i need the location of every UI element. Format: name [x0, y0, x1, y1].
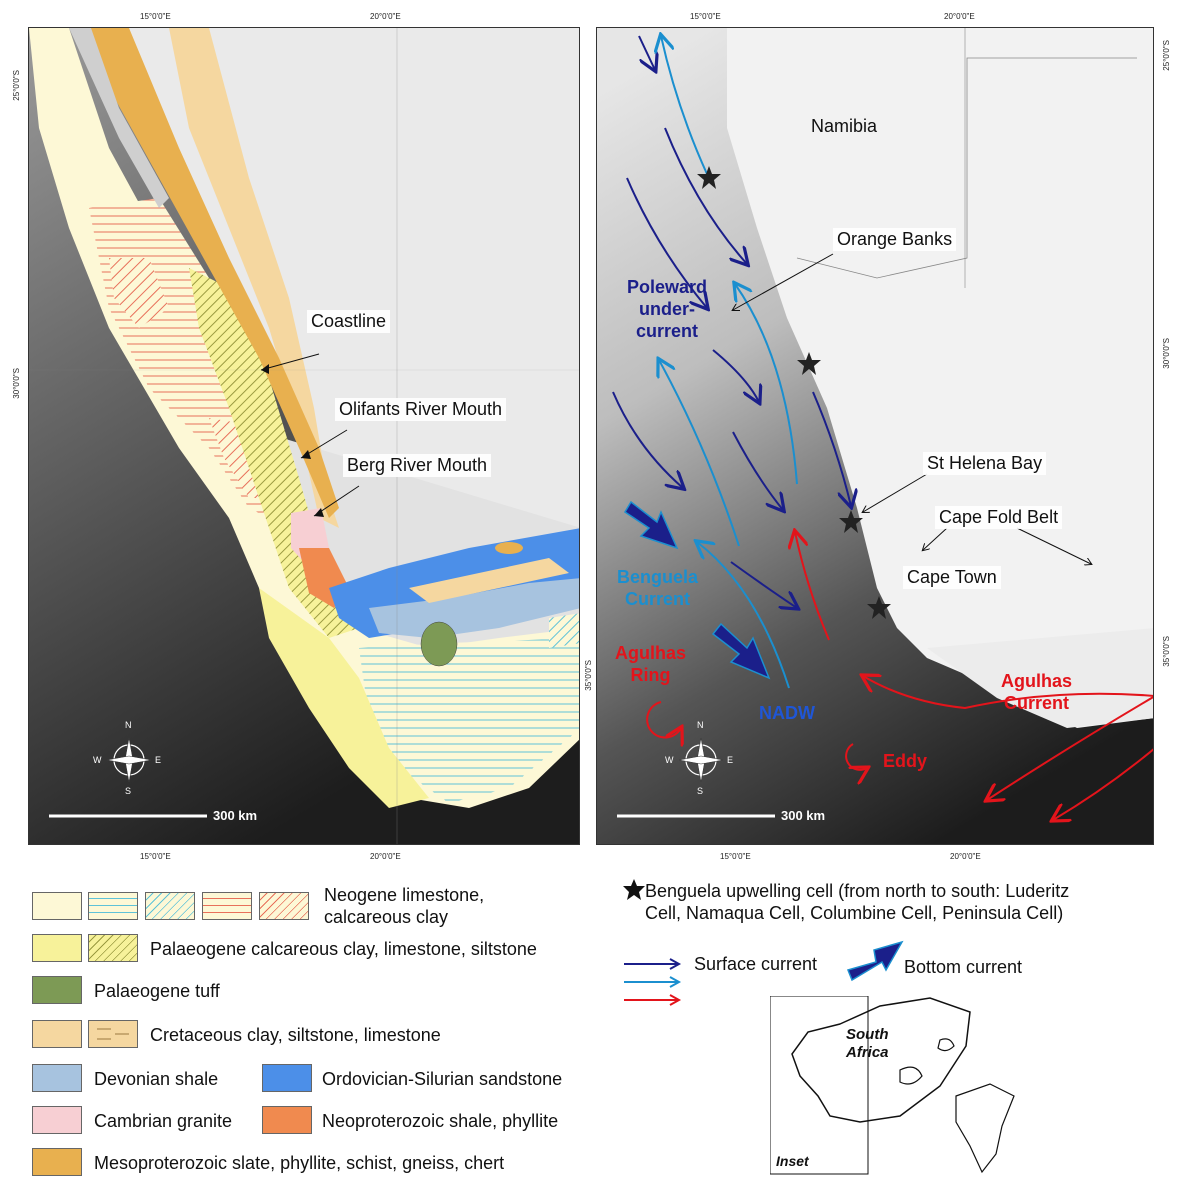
swatch-neogene-cyan-hatch	[145, 892, 195, 920]
tick-bottom-right-15e: 15°0'0"E	[720, 852, 751, 861]
bottom-current-icon	[846, 940, 904, 982]
symbol-legend-graphics	[623, 879, 682, 1006]
legend-surface-current-text: Surface current	[694, 954, 818, 974]
berg-river-mouth-label: Berg River Mouth	[343, 454, 492, 477]
upwelling-cell-star-icon	[697, 166, 891, 619]
compass-e: E	[727, 755, 734, 765]
poleward-undercurrent-label: Poleward under- current	[627, 277, 708, 341]
tick-bottom-left-15e: 15°0'0"E	[140, 852, 171, 861]
legend-bottom-current-text: Bottom current	[904, 957, 1023, 977]
inset-south-africa-label: South Africa	[846, 1026, 889, 1061]
eddy-label: Eddy	[883, 751, 928, 771]
tick-bottom-right-20e: 20°0'0"E	[950, 852, 981, 861]
compass-rose-icon	[678, 737, 724, 783]
star-icon	[623, 879, 645, 900]
geology-map-canvas	[29, 28, 579, 844]
swatch-mesoproterozoic	[32, 1148, 82, 1176]
geology-map: Coastline Olifants River Mouth Berg Rive…	[28, 27, 580, 845]
legend-mesoproterozoic-text: Mesoproterozoic slate, phyllite, schist,…	[94, 1153, 505, 1173]
tick-top-right-15e: 15°0'0"E	[690, 12, 721, 21]
st-helena-bay-label: St Helena Bay	[923, 452, 1047, 475]
olifants-river-mouth-label: Olifants River Mouth	[335, 398, 507, 421]
compass-rose-icon	[106, 737, 152, 783]
cape-town-label: Cape Town	[903, 566, 1001, 589]
swatch-palaeogene-tuff	[32, 976, 82, 1004]
eddy-icon	[845, 743, 867, 770]
scale-label: 300 km	[213, 808, 258, 823]
swatch-neogene-red-hatch	[259, 892, 309, 920]
legend-cambrian-text: Cambrian granite	[94, 1111, 233, 1131]
legend-neoproterozoic-text: Neoproterozoic shale, phyllite	[322, 1111, 559, 1131]
swatch-neogene-cyan-lines	[88, 892, 138, 920]
legend-cretaceous-text: Cretaceous clay, siltstone, limestone	[150, 1025, 441, 1045]
compass-w: W	[665, 755, 674, 765]
swatch-palaeogene-plain	[32, 934, 82, 962]
compass-e: E	[155, 755, 162, 765]
tick-lat-right-35s: 35°0'0"S	[1162, 636, 1171, 667]
compass-s: S	[125, 786, 132, 796]
inset-map-graphics	[770, 996, 1015, 1175]
orange-banks-label: Orange Banks	[833, 228, 957, 251]
tick-lat-left-25s: 25°0'0"S	[12, 70, 21, 101]
compass-n: N	[697, 720, 704, 730]
legend-devonian-text: Devonian shale	[94, 1069, 219, 1089]
compass-s: S	[697, 786, 704, 796]
tick-top-right-20e: 20°0'0"E	[944, 12, 975, 21]
agulhas-ring-icon	[646, 701, 681, 738]
legend-ordovician-text: Ordovician-Silurian sandstone	[322, 1069, 563, 1089]
namibia-label: Namibia	[811, 116, 878, 136]
cape-fold-belt-label: Cape Fold Belt	[935, 506, 1063, 529]
tick-lat-right-25s: 25°0'0"S	[1162, 40, 1171, 71]
tick-lat-left-35s: 35°0'0"S	[584, 660, 593, 691]
swatch-neoproterozoic	[262, 1106, 312, 1134]
ocean-currents-map: Namibia Orange Banks St Helena Bay Cape …	[596, 27, 1154, 845]
swatch-devonian	[32, 1064, 82, 1092]
agulhas-current-label: Agulhas Current	[1001, 671, 1073, 713]
tick-lat-left-30s: 30°0'0"S	[12, 368, 21, 399]
tick-lat-right-30s: 30°0'0"S	[1162, 338, 1171, 369]
legend-tuff-text: Palaeogene tuff	[94, 981, 220, 1001]
swatch-cretaceous-plain	[32, 1020, 82, 1048]
swatch-palaeogene-hatch	[88, 934, 138, 962]
swatch-neogene-red-lines	[202, 892, 252, 920]
inset-label: Inset	[776, 1153, 809, 1169]
compass-w: W	[93, 755, 102, 765]
ocean-currents-map-canvas	[597, 28, 1153, 844]
nadw-label: NADW	[759, 703, 815, 723]
swatch-cambrian	[32, 1106, 82, 1134]
tick-top-left-20e: 20°0'0"E	[370, 12, 401, 21]
coastline-label: Coastline	[307, 310, 391, 333]
swatch-neogene-plain	[32, 892, 82, 920]
legend-palaeogene-text: Palaeogene calcareous clay, limestone, s…	[150, 939, 537, 959]
swatch-cretaceous-dashed	[88, 1020, 138, 1048]
tick-bottom-left-20e: 20°0'0"E	[370, 852, 401, 861]
tick-top-left-15e: 15°0'0"E	[140, 12, 171, 21]
compass-n: N	[125, 720, 132, 730]
legend-upwelling-text: Benguela upwelling cell (from north to s…	[645, 881, 1070, 923]
agulhas-ring-label: Agulhas Ring	[615, 643, 687, 685]
legend-neogene-text: Neogene limestone, calcareous clay	[324, 885, 485, 927]
scale-label: 300 km	[781, 808, 826, 823]
swatch-ordovician	[262, 1064, 312, 1092]
benguela-current-label: Benguela Current	[617, 567, 699, 609]
